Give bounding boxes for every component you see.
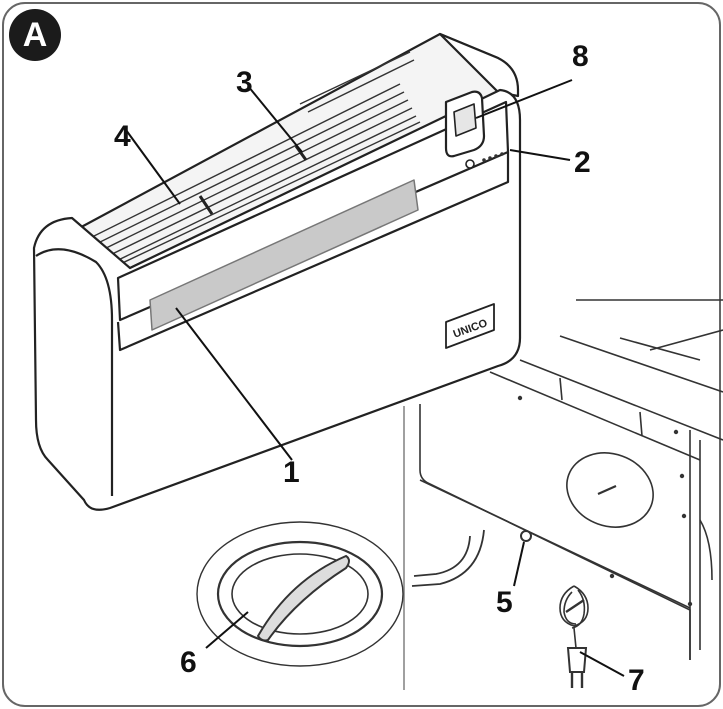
leader-8 [475, 79, 573, 119]
leader-5 [513, 541, 525, 587]
callout-7: 7 [628, 664, 645, 697]
indicator-light [465, 159, 475, 169]
leader-2 [509, 149, 571, 161]
air-conditioner-unit [32, 32, 522, 511]
led-indicators [482, 152, 504, 162]
plug [566, 647, 588, 673]
wall-mounting-area [403, 299, 723, 690]
callout-4: 4 [114, 120, 131, 153]
power-cable [559, 585, 589, 688]
callout-3: 3 [236, 66, 253, 99]
leader-3 [247, 85, 303, 153]
callout-8: 8 [572, 40, 589, 73]
leader-1 [175, 307, 293, 461]
drain-hose [411, 529, 485, 587]
panel-letter-badge: A [9, 9, 61, 61]
drain-hole [520, 530, 532, 542]
pipe-hole [566, 452, 654, 528]
callout-1: 1 [283, 456, 300, 489]
display-window [149, 179, 419, 331]
leader-7 [579, 651, 625, 677]
leader-lines [125, 79, 625, 677]
logo-badge [445, 303, 495, 349]
callout-2: 2 [574, 146, 591, 179]
knob-handle [256, 554, 350, 642]
leader-4 [125, 129, 181, 205]
grille-slats [85, 51, 421, 267]
leader-6 [205, 611, 249, 649]
knob-detail-circle [196, 521, 404, 667]
callout-6: 6 [180, 646, 197, 679]
callout-5: 5 [496, 586, 513, 619]
